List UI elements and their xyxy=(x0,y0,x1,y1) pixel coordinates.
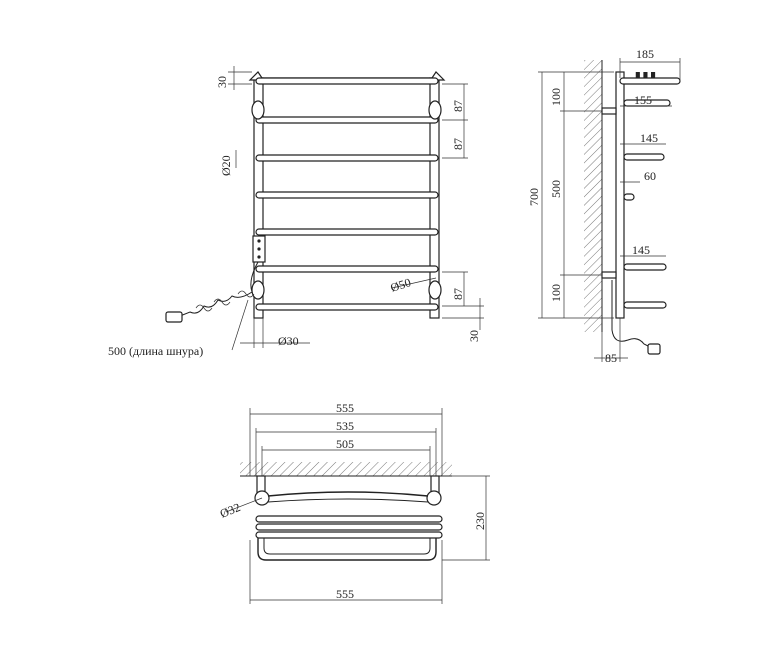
rail xyxy=(255,116,439,124)
dim-mount-distance: 500 xyxy=(549,180,563,198)
dim-depth-3: 60 xyxy=(644,169,656,183)
dim-top-offset: 30 xyxy=(215,76,229,88)
dim-width-inner: 505 xyxy=(336,437,354,451)
leader xyxy=(231,299,249,351)
top-wall xyxy=(240,462,452,476)
rail xyxy=(255,154,439,162)
front-view: 30 Ø20 87 87 87 30 Ø50 Ø30 500 (длина шн… xyxy=(108,66,484,358)
dim-depth-total: 185 xyxy=(636,47,654,61)
rail xyxy=(255,191,439,199)
dim-top-mount: 100 xyxy=(549,88,563,106)
side-collector xyxy=(615,71,625,319)
dim-depth-2: 145 xyxy=(640,131,658,145)
indicator-icon xyxy=(257,255,261,259)
side-view: ∎∎∎ 185 155 145 60 145 700 500 xyxy=(527,47,681,365)
dim-tube-diameter: Ø20 xyxy=(219,155,233,176)
plug-icon xyxy=(647,343,661,355)
mount xyxy=(428,100,442,120)
dim-wall-offset: 85 xyxy=(605,351,617,365)
dim-depth-4: 145 xyxy=(632,243,650,257)
side-top-shelf xyxy=(619,77,681,85)
top-view: 555 535 505 Ø32 230 555 xyxy=(218,401,490,604)
dim-collector-width: Ø30 xyxy=(278,334,299,348)
side-cord xyxy=(611,280,653,349)
pipe-section xyxy=(426,490,442,506)
dim-bottom-offset: 30 xyxy=(467,330,481,342)
control-icons: ∎∎∎ xyxy=(634,67,657,81)
dim-spacing-2: 87 xyxy=(451,138,465,150)
mount xyxy=(251,280,265,300)
dim-width-mid: 535 xyxy=(336,419,354,433)
rails xyxy=(255,116,439,311)
dim-depth: 230 xyxy=(473,512,487,530)
dim-spacing-bottom: 87 xyxy=(451,288,465,300)
cord-coil xyxy=(195,290,255,312)
plug-icon xyxy=(165,311,183,323)
dim-height-total: 700 xyxy=(527,188,541,206)
dim-width-outer: 555 xyxy=(336,401,354,415)
rail xyxy=(255,228,439,236)
dim-spacing-1: 87 xyxy=(451,100,465,112)
dim-depth-1: 155 xyxy=(634,93,652,107)
dim-bottom-mount: 100 xyxy=(549,284,563,302)
power-cord xyxy=(179,261,259,317)
rail xyxy=(255,303,439,311)
indicator-icon xyxy=(257,247,261,251)
dim-width-bottom: 555 xyxy=(336,587,354,601)
cord-length-label: 500 (длина шнура) xyxy=(108,344,203,358)
indicator-icon xyxy=(257,239,261,243)
dim-pipe-diameter: Ø32 xyxy=(218,500,242,521)
dim-collector-diameter: Ø50 xyxy=(389,275,413,295)
mount xyxy=(251,100,265,120)
top-rail xyxy=(255,77,439,85)
wall xyxy=(584,60,602,332)
mount xyxy=(428,280,442,300)
rail xyxy=(255,265,439,273)
